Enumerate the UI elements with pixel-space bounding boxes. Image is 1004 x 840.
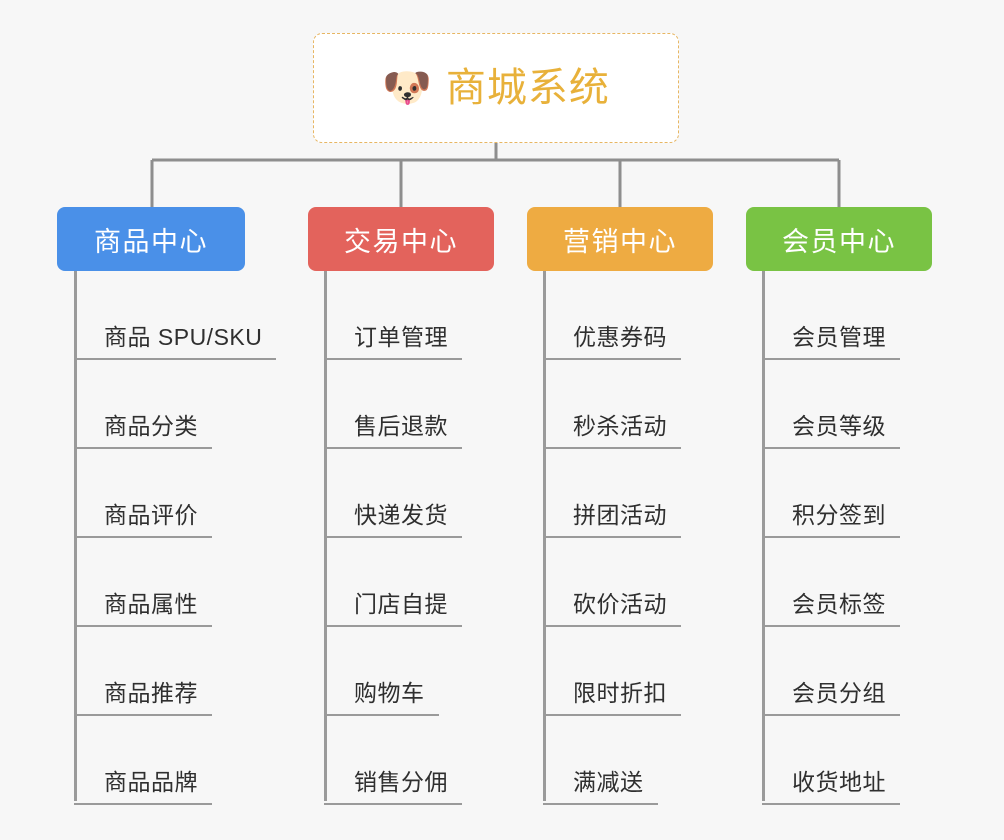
leaf-item[interactable]: 会员管理 [762,271,900,360]
leaf-item[interactable]: 销售分佣 [324,716,462,805]
leaf-label: 门店自提 [354,591,448,617]
leaf-underline: 商品品牌 [74,763,212,805]
leaf-item[interactable]: 秒杀活动 [543,360,681,449]
category-column-marketing-center: 营销中心优惠券码秒杀活动拼团活动砍价活动限时折扣满减送 [527,207,713,805]
leaf-label: 会员等级 [792,413,886,439]
leaf-label: 会员标签 [792,591,886,617]
category-label: 商品中心 [94,226,208,257]
leaf-underline: 快递发货 [324,496,462,538]
leaf-item[interactable]: 商品分类 [74,360,212,449]
leaf-underline: 售后退款 [324,407,462,449]
category-node-marketing-center[interactable]: 营销中心 [527,207,713,271]
root-node-content: 🐶 商城系统 [382,66,610,110]
dog-face-icon: 🐶 [382,66,432,110]
leaf-item[interactable]: 优惠券码 [543,271,681,360]
category-label: 营销中心 [563,226,677,257]
leaf-item[interactable]: 积分签到 [762,449,900,538]
leaf-underline: 销售分佣 [324,763,462,805]
leaf-underline: 订单管理 [324,318,462,360]
leaf-item[interactable]: 限时折扣 [543,627,681,716]
category-node-member-center[interactable]: 会员中心 [746,207,932,271]
leaf-label: 优惠券码 [573,324,667,350]
leaf-underline: 门店自提 [324,585,462,627]
leaf-item[interactable]: 商品推荐 [74,627,212,716]
leaf-underline: 会员分组 [762,674,900,716]
leaf-label: 会员分组 [792,680,886,706]
leaf-item[interactable]: 售后退款 [324,360,462,449]
leaf-label: 快递发货 [354,502,448,528]
leaf-list-member-center: 会员管理会员等级积分签到会员标签会员分组收货地址 [746,271,932,805]
leaf-item[interactable]: 会员标签 [762,538,900,627]
leaf-item[interactable]: 订单管理 [324,271,462,360]
category-column-trade-center: 交易中心订单管理售后退款快递发货门店自提购物车销售分佣 [308,207,494,805]
leaf-underline: 限时折扣 [543,674,681,716]
leaf-label: 商品分类 [104,413,198,439]
leaf-list-marketing-center: 优惠券码秒杀活动拼团活动砍价活动限时折扣满减送 [527,271,713,805]
leaf-label: 商品属性 [104,591,198,617]
leaf-item[interactable]: 会员分组 [762,627,900,716]
leaf-label: 商品 SPU/SKU [104,324,263,350]
leaf-label: 商品品牌 [104,769,198,795]
leaf-label: 收货地址 [792,769,886,795]
leaf-label: 砍价活动 [573,591,667,617]
leaf-item[interactable]: 收货地址 [762,716,900,805]
leaf-underline: 商品推荐 [74,674,212,716]
leaf-underline: 购物车 [324,674,439,716]
leaf-underline: 会员等级 [762,407,900,449]
leaf-item[interactable]: 满减送 [543,716,658,805]
category-label: 会员中心 [782,226,896,257]
leaf-label: 拼团活动 [573,502,667,528]
leaf-label: 会员管理 [792,324,886,350]
leaf-item[interactable]: 购物车 [324,627,439,716]
leaf-item[interactable]: 砍价活动 [543,538,681,627]
leaf-label: 售后退款 [354,413,448,439]
leaf-underline: 会员管理 [762,318,900,360]
leaf-underline: 会员标签 [762,585,900,627]
root-title: 商城系统 [445,66,610,110]
category-label: 交易中心 [344,226,458,257]
leaf-label: 商品推荐 [104,680,198,706]
leaf-list-product-center: 商品 SPU/SKU 商品分类商品评价商品属性商品推荐商品品牌 [57,271,277,805]
leaf-underline: 商品评价 [74,496,212,538]
leaf-label: 积分签到 [792,502,886,528]
leaf-item[interactable]: 商品品牌 [74,716,212,805]
leaf-label: 购物车 [354,680,425,706]
category-node-trade-center[interactable]: 交易中心 [308,207,494,271]
leaf-item[interactable]: 会员等级 [762,360,900,449]
leaf-list-trade-center: 订单管理售后退款快递发货门店自提购物车销售分佣 [308,271,494,805]
leaf-underline: 优惠券码 [543,318,681,360]
leaf-label: 销售分佣 [354,769,448,795]
leaf-label: 秒杀活动 [573,413,667,439]
leaf-underline: 商品属性 [74,585,212,627]
leaf-label: 限时折扣 [573,680,667,706]
category-column-member-center: 会员中心会员管理会员等级积分签到会员标签会员分组收货地址 [746,207,932,805]
leaf-item[interactable]: 商品属性 [74,538,212,627]
category-node-product-center[interactable]: 商品中心 [57,207,245,271]
category-column-product-center: 商品中心商品 SPU/SKU 商品分类商品评价商品属性商品推荐商品品牌 [57,207,277,805]
leaf-underline: 拼团活动 [543,496,681,538]
leaf-item[interactable]: 快递发货 [324,449,462,538]
leaf-underline: 商品 SPU/SKU [74,318,277,360]
leaf-underline: 满减送 [543,763,658,805]
leaf-underline: 积分签到 [762,496,900,538]
leaf-underline: 秒杀活动 [543,407,681,449]
leaf-label: 订单管理 [354,324,448,350]
leaf-item[interactable]: 拼团活动 [543,449,681,538]
leaf-label: 商品评价 [104,502,198,528]
leaf-underline: 收货地址 [762,763,900,805]
leaf-label: 满减送 [573,769,644,795]
leaf-item[interactable]: 商品 SPU/SKU [74,271,277,360]
leaf-item[interactable]: 商品评价 [74,449,212,538]
leaf-underline: 商品分类 [74,407,212,449]
leaf-item[interactable]: 门店自提 [324,538,462,627]
root-node[interactable]: 🐶 商城系统 [313,33,679,143]
leaf-underline: 砍价活动 [543,585,681,627]
